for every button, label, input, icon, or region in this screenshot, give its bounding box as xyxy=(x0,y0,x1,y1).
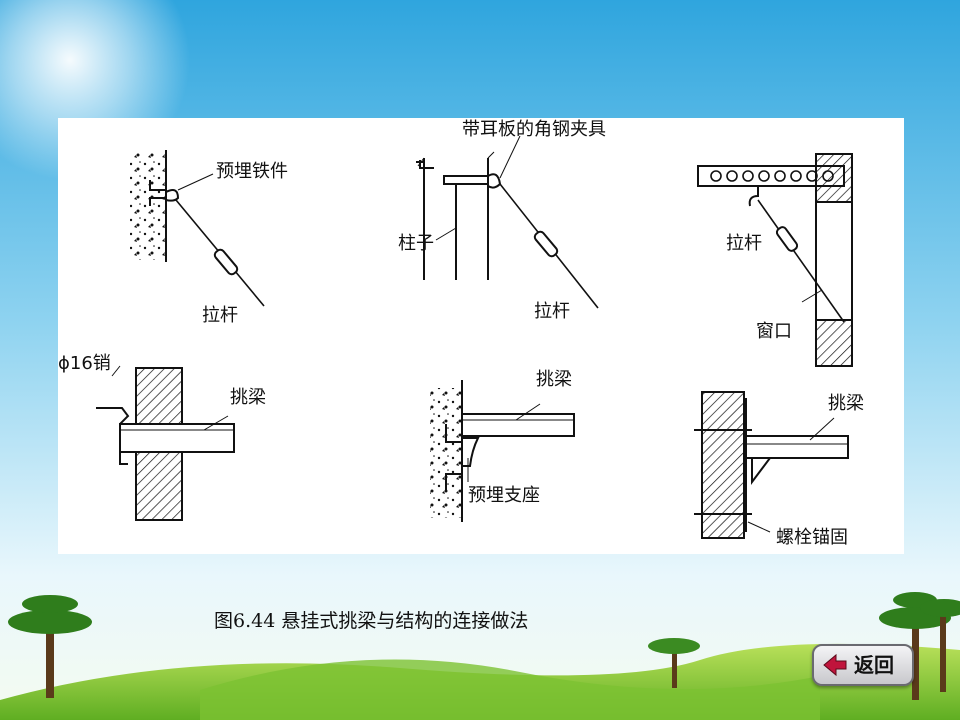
tree-mid xyxy=(648,638,700,688)
detail-window-opening xyxy=(697,153,853,367)
label-beam-2: 挑梁 xyxy=(536,369,572,390)
detail-embedded-support xyxy=(430,380,575,522)
label-pin: ϕ16销 xyxy=(58,353,111,374)
label-angle-clamp: 带耳板的角钢夹具 xyxy=(462,119,606,140)
back-button[interactable]: 返回 xyxy=(812,644,914,686)
label-tie-rod-1: 拉杆 xyxy=(202,305,238,326)
tree-left xyxy=(8,595,92,698)
detail-column-clamp xyxy=(416,135,599,309)
figure-panel: 预埋铁件 拉杆 带耳板的角钢夹具 柱子 拉杆 拉杆 窗口 ϕ16销 挑梁 挑梁 … xyxy=(58,118,904,554)
tree-right xyxy=(879,592,960,700)
label-beam-3: 挑梁 xyxy=(828,393,864,414)
figure-caption: 图6.44 悬挂式挑梁与结构的连接做法 xyxy=(214,610,529,632)
label-embedded-support: 预埋支座 xyxy=(468,485,540,506)
back-arrow-icon xyxy=(823,653,847,677)
label-embedded-iron: 预埋铁件 xyxy=(216,161,288,182)
detail-bolt-anchor xyxy=(694,391,849,539)
label-tie-rod-2: 拉杆 xyxy=(534,301,570,322)
label-beam-1: 挑梁 xyxy=(230,387,266,408)
detail-embedded-iron xyxy=(130,150,265,307)
label-column: 柱子 xyxy=(398,233,434,254)
detail-pin-beam xyxy=(96,365,235,521)
connection-details-drawing xyxy=(96,135,853,539)
label-window-opening: 窗口 xyxy=(756,321,792,342)
label-tie-rod-3: 拉杆 xyxy=(726,233,762,254)
back-button-label: 返回 xyxy=(854,653,894,677)
label-bolt-anchor: 螺栓锚固 xyxy=(776,527,848,548)
